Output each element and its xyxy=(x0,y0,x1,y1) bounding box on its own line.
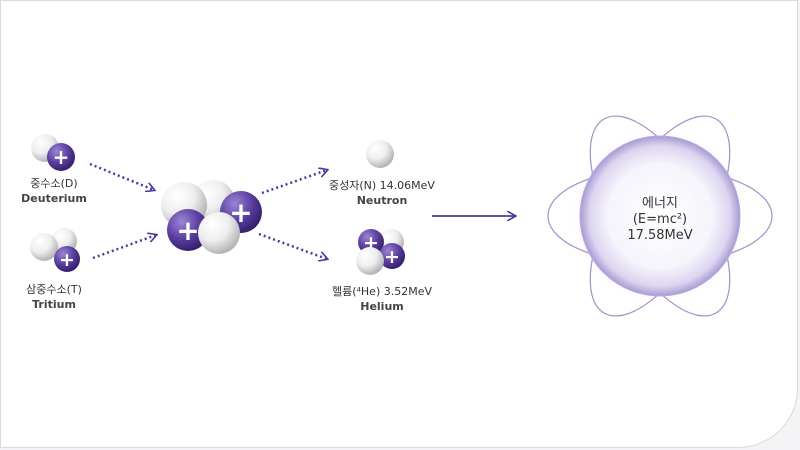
neutron-particle xyxy=(30,233,58,261)
proton-particle xyxy=(47,143,75,171)
energy-label: 에너지 (E=mc²) 17.58MeV xyxy=(590,196,730,244)
helium-label-en: Helium xyxy=(360,300,404,313)
energy-formula: (E=mc²) xyxy=(632,212,688,227)
plus-glyph: + xyxy=(176,214,199,247)
fusion-cluster: + + xyxy=(161,180,262,254)
neutron-label-ko: 중성자(N) 14.06MeV xyxy=(329,179,435,192)
plus-glyph: + xyxy=(59,249,75,271)
proton-particle xyxy=(54,246,80,272)
proton-particle xyxy=(379,243,405,269)
tritium-label: 삼중수소(T) Tritium xyxy=(12,282,96,312)
neutron-label-en: Neutron xyxy=(356,194,408,207)
tritium-label-en: Tritium xyxy=(32,298,76,311)
energy-core xyxy=(579,135,741,297)
energy-atom xyxy=(547,115,773,317)
deuterium-label-en: Deuterium xyxy=(21,192,87,205)
neutron-label: 중성자(N) 14.06MeV Neutron xyxy=(322,178,442,208)
helium-atom: + + xyxy=(356,229,405,275)
helium-label: 헬륨(⁴He) 3.52MeV Helium xyxy=(320,284,444,314)
neutron-particle xyxy=(198,212,240,254)
neutron-product xyxy=(366,140,394,168)
neutron-particle xyxy=(356,247,384,275)
deuterium-label-ko: 중수소(D) xyxy=(30,177,78,190)
energy-value: 17.58MeV xyxy=(627,228,693,243)
proton-particle xyxy=(167,209,209,251)
dotted-arrow-helium xyxy=(258,232,327,259)
tritium-atom: + xyxy=(30,228,80,272)
deuterium-atom: + xyxy=(31,134,75,171)
dotted-arrow-deuterium xyxy=(89,162,154,190)
deuterium-label: 중수소(D) Deuterium xyxy=(14,176,94,206)
helium-label-ko: 헬륨(⁴He) 3.52MeV xyxy=(331,285,433,298)
plus-glyph: + xyxy=(53,145,70,169)
energy-title: 에너지 xyxy=(642,196,678,211)
plus-glyph: + xyxy=(384,246,400,268)
dotted-arrow-neutron xyxy=(261,170,327,195)
dotted-arrow-tritium xyxy=(92,235,156,260)
tritium-label-ko: 삼중수소(T) xyxy=(26,283,82,296)
